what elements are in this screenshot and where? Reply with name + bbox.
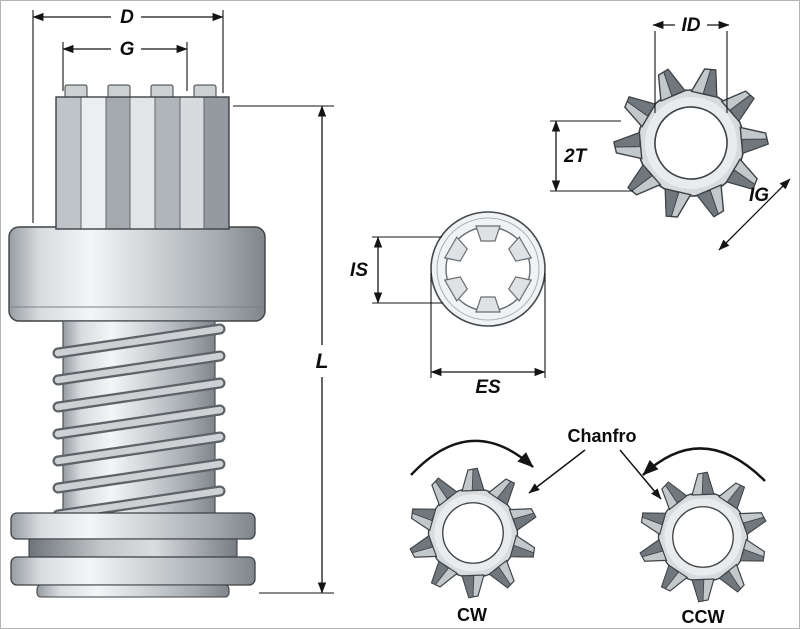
gear-end-view: ID 2T IG xyxy=(550,15,791,251)
ccw-label: CCW xyxy=(682,607,725,627)
pinion-end-gear xyxy=(596,49,785,238)
spline-ring-detail xyxy=(436,217,540,321)
dim-label-d: D xyxy=(120,7,134,28)
chamfer-leader-right xyxy=(619,449,662,500)
dim-label-es: ES xyxy=(475,377,501,398)
spline-section-view: IS ES xyxy=(350,211,546,398)
dim-label-is: IS xyxy=(350,260,368,281)
dimension-2t: 2T xyxy=(550,120,633,192)
dim-label-g: G xyxy=(120,39,135,60)
spline-lines xyxy=(80,97,205,229)
return-spring xyxy=(52,323,226,521)
cw-gear xyxy=(408,468,538,597)
engagement-flange xyxy=(10,512,256,598)
cw-label: CW xyxy=(457,605,487,625)
dim-label-2t: 2T xyxy=(563,146,588,167)
pinion-gear xyxy=(55,96,230,230)
dimension-g: G xyxy=(62,39,188,91)
dim-label-l: L xyxy=(316,350,329,373)
chamfer-leader-left xyxy=(528,449,586,494)
ccw-gear xyxy=(638,472,768,601)
dimension-es: ES xyxy=(430,273,546,398)
cw-rotation-arrow xyxy=(410,439,534,476)
dimension-ig: IG xyxy=(718,178,791,251)
dimension-l: L xyxy=(233,105,334,594)
chamfer-label: Chanfro xyxy=(568,426,637,446)
dim-label-ig: IG xyxy=(749,185,769,206)
dimension-is: IS xyxy=(350,236,443,304)
dim-label-id: ID xyxy=(682,15,701,36)
side-view-drawing: D G L xyxy=(8,7,334,598)
rotation-views: Chanfro CW CCW xyxy=(408,426,768,627)
dimension-id: ID xyxy=(652,15,730,113)
dimension-d: D xyxy=(32,7,224,223)
ccw-rotation-arrow xyxy=(642,447,766,482)
